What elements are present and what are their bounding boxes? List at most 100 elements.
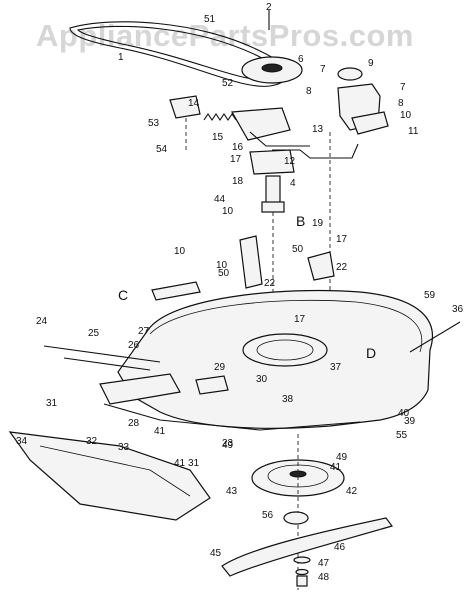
watermark: AppliancePartsPros.com — [36, 18, 414, 53]
spring — [203, 113, 237, 121]
part-label-33: 33 — [118, 442, 130, 453]
deck-spindle-hole — [242, 333, 328, 367]
belt — [69, 21, 288, 87]
part-label-41: 41 — [330, 462, 342, 473]
part-label-50: 50 — [218, 268, 230, 279]
deck-hanger — [195, 375, 229, 395]
bracket-c — [151, 281, 201, 301]
part-label-10: 10 — [400, 110, 412, 121]
baffle-bracket-right — [307, 251, 335, 281]
part-label-1: 1 — [118, 52, 124, 63]
part-label-10: 10 — [174, 246, 186, 257]
part-label-17: 17 — [336, 234, 348, 245]
part-label-26: 26 — [128, 340, 140, 351]
part-label-27: 27 — [138, 326, 150, 337]
part-label-52: 52 — [222, 78, 234, 89]
blade-washer — [293, 556, 311, 564]
part-label-28: 28 — [128, 418, 140, 429]
part-label-59: 59 — [424, 290, 436, 301]
adjust-rod-2 — [63, 357, 151, 371]
blade-bolt — [296, 575, 308, 587]
part-label-39: 39 — [404, 416, 416, 427]
part-label-30: 30 — [256, 374, 268, 385]
deck-rim — [149, 299, 423, 353]
part-label-48: 48 — [318, 572, 330, 583]
part-label-47: 47 — [318, 558, 330, 569]
part-label-8: 8 — [306, 86, 312, 97]
part-label-43: 43 — [226, 486, 238, 497]
part-label-37: 37 — [330, 362, 342, 373]
part-label-19: 19 — [312, 218, 324, 229]
part-label-7: 7 — [400, 82, 406, 93]
part-label-17: 17 — [230, 154, 242, 165]
part-label-23: 23 — [222, 438, 234, 449]
idler-arm-right — [351, 111, 389, 135]
part-label-13: 13 — [312, 124, 324, 135]
blade-adapter — [283, 511, 309, 525]
idler-pulley-right — [337, 67, 363, 81]
link-rod-2 — [249, 131, 310, 147]
idler-bracket-left — [231, 107, 291, 141]
letter-label-B: B — [296, 213, 305, 229]
part-label-16: 16 — [232, 142, 244, 153]
part-label-31: 31 — [188, 458, 200, 469]
part-label-45: 45 — [210, 548, 222, 559]
handle-rod — [409, 321, 461, 353]
part-label-46: 46 — [334, 542, 346, 553]
part-label-2: 2 — [266, 2, 272, 13]
part-label-53: 53 — [148, 118, 160, 129]
part-label-36: 36 — [452, 304, 464, 315]
part-label-14: 14 — [188, 98, 200, 109]
part-label-56: 56 — [262, 510, 274, 521]
part-label-54: 54 — [156, 144, 168, 155]
part-label-24: 24 — [36, 316, 48, 327]
letter-labels: B C D — [118, 213, 376, 361]
letter-label-D: D — [366, 345, 376, 361]
baffle-bracket-left — [239, 235, 263, 289]
part-label-49: 49 — [222, 440, 234, 451]
letter-label-C: C — [118, 287, 128, 303]
part-label-51: 51 — [204, 14, 216, 25]
part-label-49: 49 — [336, 452, 348, 463]
part-label-41: 41 — [154, 426, 166, 437]
part-label-18: 18 — [232, 176, 244, 187]
part-label-10: 10 — [222, 206, 234, 217]
part-label-40: 40 — [398, 408, 410, 419]
part-label-41: 41 — [174, 458, 186, 469]
part-label-9: 9 — [368, 58, 374, 69]
part-label-10: 10 — [216, 260, 228, 271]
part-label-34: 34 — [16, 436, 28, 447]
part-label-32: 32 — [86, 436, 98, 447]
part-label-17: 17 — [294, 314, 306, 325]
part-label-25: 25 — [88, 328, 100, 339]
shaft-bracket — [249, 149, 295, 175]
part-label-22: 22 — [336, 262, 348, 273]
lock-washer — [295, 568, 309, 576]
part-label-8: 8 — [398, 98, 404, 109]
part-labels: 1246778891010101011121314151617171718192… — [16, 2, 464, 583]
part-label-31: 31 — [46, 398, 58, 409]
part-label-7: 7 — [320, 64, 326, 75]
part-label-6: 6 — [298, 54, 304, 65]
pulley-hub — [261, 63, 283, 73]
spindle-shaft — [265, 175, 281, 205]
height-bracket — [99, 373, 181, 405]
part-label-42: 42 — [346, 486, 358, 497]
adjust-rod — [43, 345, 161, 363]
part-label-29: 29 — [214, 362, 226, 373]
spring-bracket — [169, 95, 201, 119]
front-bar — [103, 403, 361, 431]
mower-blade — [221, 517, 394, 577]
deck-spindle-inner — [256, 339, 314, 361]
part-label-22: 22 — [264, 278, 276, 289]
discharge-chute — [8, 431, 211, 521]
part-label-11: 11 — [408, 126, 419, 137]
chute-fold — [39, 445, 191, 497]
part-label-38: 38 — [282, 394, 294, 405]
spindle-collar — [261, 201, 285, 213]
link-rod — [272, 143, 359, 159]
part-label-4: 4 — [290, 178, 296, 189]
part-label-50: 50 — [292, 244, 304, 255]
